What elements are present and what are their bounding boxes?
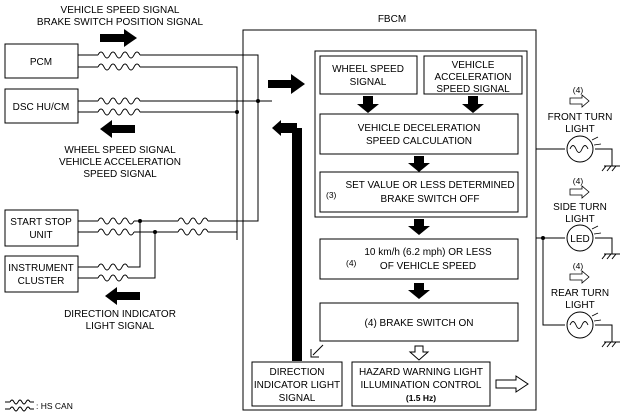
rear-light-label-1: REAR TURN bbox=[551, 288, 609, 299]
rear-light-number: (4) bbox=[573, 261, 584, 271]
bottom-signal-arrow bbox=[105, 287, 140, 305]
step4a-label-1: 10 km/h (6.2 mph) OR LESS bbox=[364, 247, 492, 258]
step4a-label-2: OF VEHICLE SPEED bbox=[380, 261, 476, 272]
vehicle-acc-box bbox=[423, 55, 523, 95]
arrow-to-direction bbox=[312, 344, 324, 356]
arrow-to-hazard bbox=[408, 345, 430, 361]
top-signal-arrow bbox=[100, 29, 137, 47]
side-light-label-2: LIGHT bbox=[565, 214, 594, 225]
decel-calc-box bbox=[319, 113, 519, 155]
direction-indicator-box bbox=[251, 361, 343, 407]
hazard-control-box bbox=[351, 361, 491, 407]
decel-calc-label-2: SPEED CALCULATION bbox=[366, 136, 472, 147]
front-light-number: (4) bbox=[573, 85, 584, 95]
top-signal-label-2: BRAKE SWITCH POSITION SIGNAL bbox=[37, 17, 204, 28]
input-arrow bbox=[268, 74, 305, 94]
vehicle-acc-label-2: ACCELERATION bbox=[434, 72, 511, 83]
arrow-decel-to-step3 bbox=[408, 156, 430, 172]
rear-light-label-2: LIGHT bbox=[565, 300, 594, 311]
hazard-label-2: ILLUMINATION CONTROL bbox=[361, 380, 482, 391]
step4b-box bbox=[319, 302, 519, 342]
front-bulb-icon bbox=[566, 135, 594, 163]
instrument-label-2: CLUSTER bbox=[18, 276, 65, 287]
step4a-box bbox=[319, 238, 519, 280]
instrument-cluster-box bbox=[4, 255, 79, 293]
bottom-signal-label-1: DIRECTION INDICATOR bbox=[64, 309, 176, 320]
dsc-label: DSC HU/CM bbox=[13, 102, 70, 113]
mid-signal-label-3: SPEED SIGNAL bbox=[83, 169, 157, 180]
side-light-label-1: SIDE TURN bbox=[553, 202, 607, 213]
arrow-to-lights bbox=[495, 375, 529, 393]
arrow-step4a-to-step4b bbox=[408, 283, 430, 299]
hazard-label-3: (1.5 Hz) bbox=[406, 393, 436, 403]
fbcm-title: FBCM bbox=[378, 14, 406, 25]
hazard-label-1: HAZARD WARNING LIGHT bbox=[359, 367, 483, 378]
mid-signal-arrow bbox=[100, 120, 135, 138]
direction-label-3: SIGNAL bbox=[279, 393, 316, 404]
step3-label-2: BRAKE SWITCH OFF bbox=[381, 194, 480, 205]
wheel-speed-label-1: WHEEL SPEED bbox=[332, 64, 404, 75]
arrow-step3-to-step4a bbox=[408, 219, 430, 235]
bottom-signal-label-2: LIGHT SIGNAL bbox=[86, 321, 155, 332]
front-light-arrow bbox=[569, 94, 590, 108]
side-light-arrow bbox=[569, 185, 590, 199]
direction-label-1: DIRECTION bbox=[270, 367, 325, 378]
light-wiring bbox=[536, 148, 620, 348]
front-light-label-2: LIGHT bbox=[565, 124, 594, 135]
side-led-icon bbox=[566, 224, 594, 252]
top-signal-label-1: VEHICLE SPEED SIGNAL bbox=[61, 5, 180, 16]
arrow-wheel-to-decel bbox=[357, 96, 379, 113]
side-light-number: (4) bbox=[573, 176, 584, 186]
pcm-box bbox=[4, 43, 79, 79]
step4a-number: (4) bbox=[346, 258, 357, 268]
step4b-label: (4) BRAKE SWITCH ON bbox=[365, 318, 474, 329]
step3-label-1: SET VALUE OR LESS DETERMINED bbox=[345, 180, 514, 191]
front-light-label-1: FRONT TURN bbox=[548, 112, 613, 123]
mid-signal-label-2: VEHICLE ACCELERATION bbox=[59, 157, 181, 168]
rear-bulb-icon bbox=[566, 311, 594, 339]
hs-can-legend bbox=[5, 399, 34, 412]
can-bus-wiring bbox=[78, 51, 272, 282]
vehicle-acc-label-1: VEHICLE bbox=[452, 60, 495, 71]
dsc-box bbox=[4, 88, 79, 124]
side-led-label: LED bbox=[570, 234, 589, 245]
start-stop-label-1: START STOP bbox=[10, 217, 72, 228]
start-stop-label-2: UNIT bbox=[29, 230, 52, 241]
mid-signal-label-1: WHEEL SPEED SIGNAL bbox=[64, 145, 176, 156]
rear-light-arrow bbox=[569, 270, 590, 284]
instrument-label-1: INSTRUMENT bbox=[8, 263, 74, 274]
pcm-label: PCM bbox=[30, 57, 52, 68]
wheel-speed-box bbox=[319, 55, 418, 95]
start-stop-box bbox=[4, 209, 79, 247]
wheel-speed-label-2: SIGNAL bbox=[350, 77, 387, 88]
arrow-acc-to-decel bbox=[462, 96, 484, 113]
vehicle-acc-label-3: SPEED SIGNAL bbox=[436, 84, 510, 95]
step3-number: (3) bbox=[326, 190, 337, 200]
decel-calc-label-1: VEHICLE DECELERATION bbox=[358, 123, 481, 134]
legend-label: : HS CAN bbox=[36, 401, 73, 411]
direction-label-2: INDICATOR LIGHT bbox=[254, 380, 340, 391]
step3-box bbox=[319, 171, 519, 213]
